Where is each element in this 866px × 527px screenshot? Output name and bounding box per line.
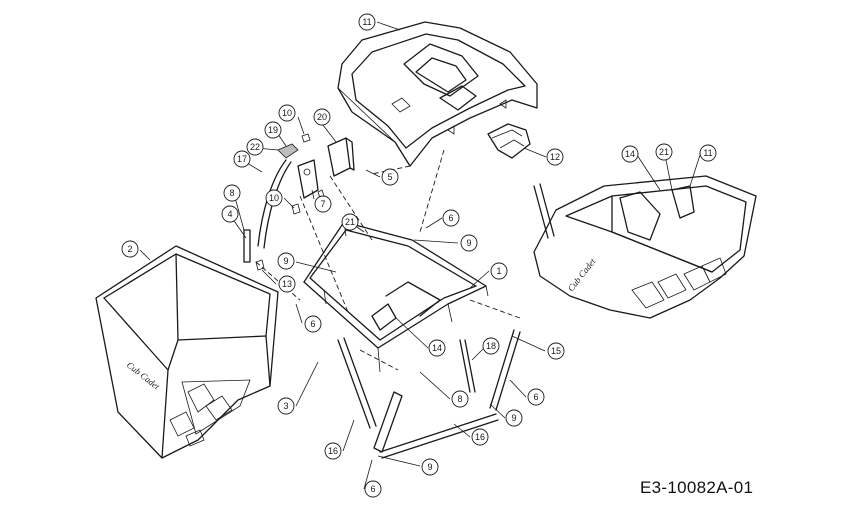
leader-lines — [139, 21, 701, 490]
svg-text:15: 15 — [551, 346, 561, 356]
svg-text:8: 8 — [457, 394, 462, 404]
svg-text:20: 20 — [317, 112, 327, 122]
svg-text:19: 19 — [268, 125, 278, 135]
callout-9-left: 9 — [277, 252, 295, 270]
callout-3: 3 — [277, 397, 295, 415]
svg-text:22: 22 — [250, 142, 260, 152]
bag-brand-mark: Cub Cadet — [125, 360, 162, 392]
svg-text:10: 10 — [282, 108, 292, 118]
callout-22: 22 — [246, 138, 264, 156]
callout-9-frame: 9 — [460, 234, 478, 252]
callout-6-right: 6 — [527, 388, 545, 406]
grass-bag-part: Cub Cadet — [95, 245, 279, 459]
callout-9-bottom: 9 — [421, 458, 439, 476]
callout-balloons: 11 12 5 20 10 19 22 17 7 8 4 10 21 6 9 2… — [121, 13, 717, 498]
svg-text:13: 13 — [282, 279, 292, 289]
svg-text:21: 21 — [345, 217, 355, 227]
svg-text:12: 12 — [550, 152, 560, 162]
top-cover-part — [337, 21, 538, 167]
svg-text:18: 18 — [486, 341, 496, 351]
callout-6-left: 6 — [304, 315, 322, 333]
svg-text:14: 14 — [432, 343, 442, 353]
svg-text:21: 21 — [659, 147, 669, 157]
callout-9-lower-right: 9 — [505, 409, 523, 427]
callout-8-lower: 8 — [451, 390, 469, 408]
svg-text:10: 10 — [269, 193, 279, 203]
assembly-lines — [255, 149, 521, 371]
bag-frame-part — [303, 221, 489, 373]
svg-text:9: 9 — [511, 413, 516, 423]
callout-20: 20 — [313, 108, 331, 126]
callout-11-collector: 11 — [699, 144, 717, 162]
callout-14-center: 14 — [428, 339, 446, 357]
callout-13: 13 — [278, 275, 296, 293]
svg-text:8: 8 — [229, 188, 234, 198]
drawing-code-label: E3-10082A-01 — [640, 478, 754, 497]
svg-text:3: 3 — [283, 401, 288, 411]
callout-15: 15 — [547, 342, 565, 360]
callout-21-center: 21 — [341, 213, 359, 231]
svg-text:17: 17 — [237, 154, 247, 164]
callout-10-upper: 10 — [278, 104, 296, 122]
svg-text:6: 6 — [448, 213, 453, 223]
bracket-part — [277, 133, 355, 215]
callout-7: 7 — [314, 195, 332, 213]
callout-8-upper: 8 — [223, 184, 241, 202]
svg-text:6: 6 — [370, 484, 375, 494]
callout-6-top: 6 — [442, 209, 460, 227]
callout-14-collector: 14 — [621, 145, 639, 163]
callout-1: 1 — [490, 262, 508, 280]
svg-text:16: 16 — [475, 432, 485, 442]
callout-6-bottom: 6 — [364, 480, 382, 498]
svg-text:6: 6 — [533, 392, 538, 402]
svg-text:14: 14 — [625, 149, 635, 159]
callout-17: 17 — [233, 150, 251, 168]
callout-19: 19 — [264, 121, 282, 139]
svg-text:9: 9 — [427, 462, 432, 472]
support-tubes-part — [337, 329, 521, 459]
handle-grip-part — [487, 123, 531, 159]
assembled-collector-part: Cub Cadet — [533, 175, 757, 319]
svg-text:2: 2 — [127, 244, 132, 254]
svg-text:11: 11 — [703, 148, 712, 158]
svg-text:11: 11 — [362, 17, 371, 27]
svg-text:9: 9 — [466, 238, 471, 248]
callout-2: 2 — [121, 240, 139, 258]
svg-text:5: 5 — [387, 172, 392, 182]
svg-text:16: 16 — [328, 446, 338, 456]
callout-4: 4 — [221, 205, 239, 223]
svg-text:7: 7 — [320, 199, 325, 209]
svg-text:4: 4 — [227, 209, 232, 219]
collector-brand-mark: Cub Cadet — [566, 256, 598, 293]
svg-text:6: 6 — [310, 319, 315, 329]
svg-text:9: 9 — [283, 256, 288, 266]
callout-18-right: 18 — [482, 337, 500, 355]
callout-5: 5 — [381, 168, 399, 186]
callout-10-lower: 10 — [265, 189, 283, 207]
svg-text:1: 1 — [496, 266, 501, 276]
callout-21-collector: 21 — [655, 143, 673, 161]
callout-11-top-cover: 11 — [358, 13, 376, 31]
callout-12: 12 — [546, 148, 564, 166]
callout-16-right: 16 — [471, 428, 489, 446]
callout-16-left: 16 — [324, 442, 342, 460]
